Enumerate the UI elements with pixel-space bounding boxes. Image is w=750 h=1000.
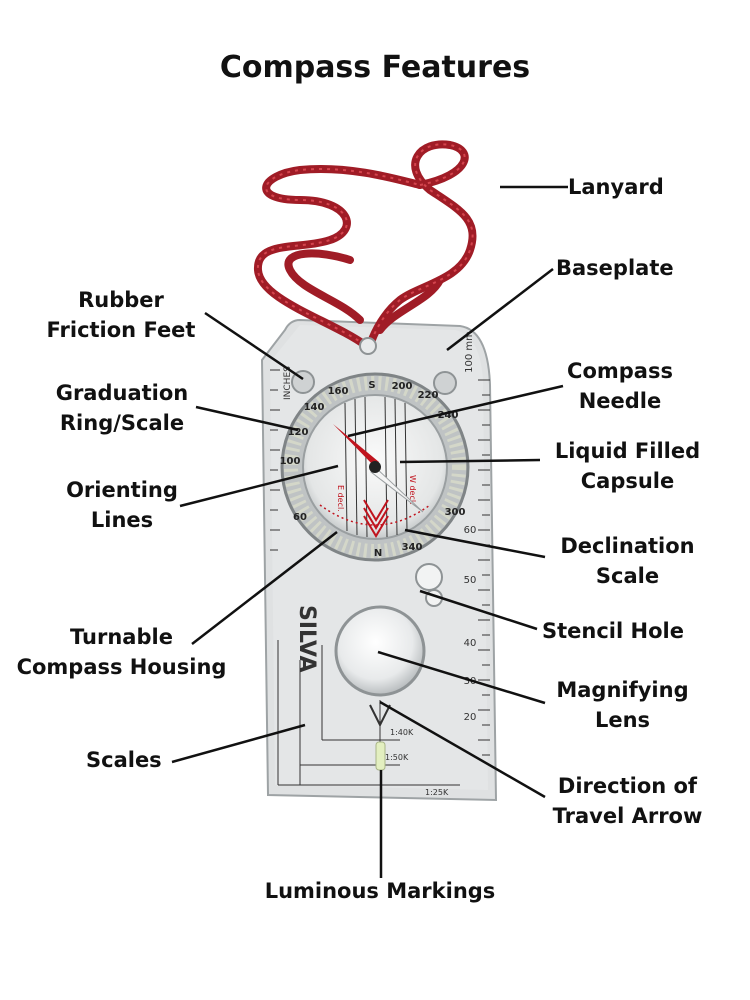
stencil-hole [415,563,443,591]
lanyard-stripes [256,143,474,346]
leader-stencil [419,589,538,631]
label-graduation-ring: Graduation Ring/Scale [55,381,189,435]
needle-pivot [369,461,381,473]
orienting-arrow [363,499,389,538]
leader-graduation [195,405,299,432]
leader-housing [191,531,338,645]
leader-needle [347,384,564,438]
scale-label: 1:50K [385,753,409,762]
compass-needle-red [333,424,379,467]
bezel-number: 100 [280,456,301,467]
page-title: Compass Features [219,50,531,85]
label-luminous-markings: Luminous Markings [264,879,496,903]
label-orienting-lines: Orienting Lines [66,478,178,532]
ruler-number: 20 [464,712,477,723]
ruler-number: 100 mm [464,331,475,373]
leader-lens [377,650,546,705]
scale-label: 1:25K [425,788,449,797]
bezel-number: N [374,548,382,559]
bezel-number: 60 [293,512,307,523]
scale-label: 1:40K [390,728,414,737]
ruler-number: 40 [464,638,477,649]
leader-capsule [399,458,541,464]
decl-right-label: W decl. [408,475,417,505]
leader-direction [379,700,546,799]
label-rubber-friction-feet: Rubber Friction Feet [46,288,196,342]
ruler-number: 30 [464,676,477,687]
decl-left-label: E decl. [336,485,345,512]
ruler-number: 50 [464,575,477,586]
label-declination-scale: Declination Scale [560,534,695,588]
inches-label: INCHES [283,366,293,400]
bezel-number: 200 [392,381,413,392]
left-ruler [270,369,280,551]
brand-logo: SILVA [294,605,319,673]
bezel-number: S [368,380,375,391]
bezel-number: 140 [304,402,325,413]
label-magnifying-lens: Magnifying Lens [556,678,689,732]
leader-lines [171,185,568,878]
bezel-number: 340 [402,542,423,553]
label-direction-arrow: Direction of Travel Arrow [552,774,703,828]
bezel-number: 120 [288,427,309,438]
ruler-number: 60 [464,525,477,536]
bezel-number: 300 [445,507,466,518]
rubber-foot [433,371,457,395]
lanyard [254,140,477,349]
leader-rubber-feet [204,311,304,381]
label-compass-needle: Compass Needle [567,359,673,413]
label-lanyard: Lanyard [568,175,664,199]
bezel-number: 160 [328,386,349,397]
label-liquid-filled-capsule: Liquid Filled Capsule [554,439,701,493]
label-baseplate: Baseplate [556,256,674,280]
leader-orienting [179,464,339,508]
luminous-marking [375,741,386,771]
magnifying-lens [334,605,426,697]
left-scales [277,640,460,786]
leader-declination [404,528,546,559]
label-turnable-housing: Turnable Compass Housing [16,625,227,679]
leader-scales [171,723,306,764]
label-scales: Scales [86,748,162,772]
bezel-number: 240 [438,410,459,421]
leader-baseplate [446,268,554,351]
label-stencil-hole: Stencil Hole [542,619,684,643]
bezel-number: 220 [418,390,439,401]
